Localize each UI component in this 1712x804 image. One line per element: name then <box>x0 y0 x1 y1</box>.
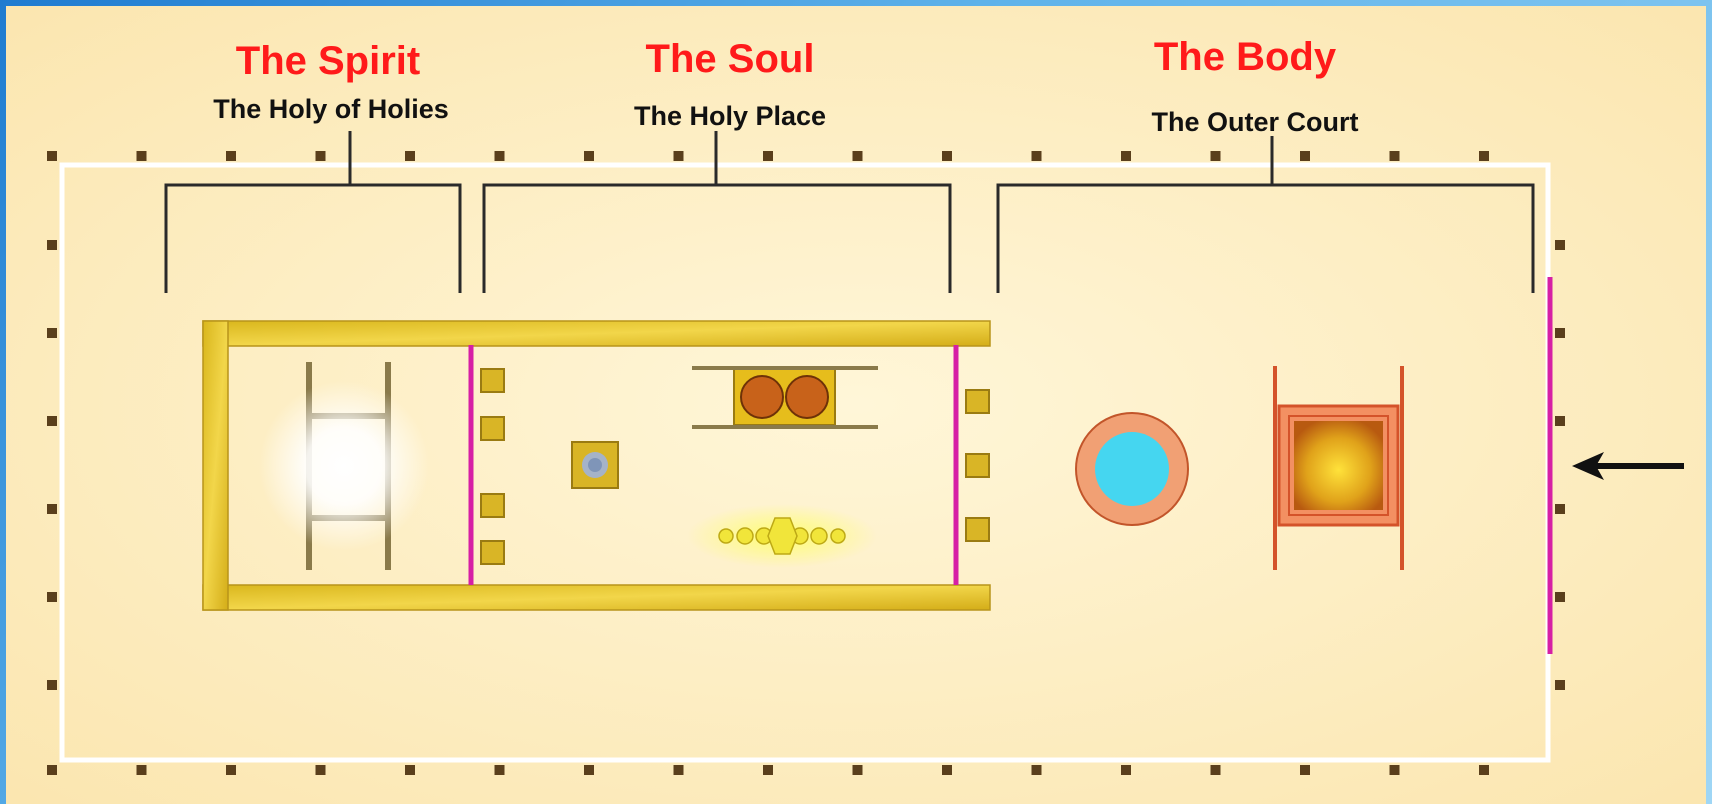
fence-post <box>47 504 57 514</box>
section-subtitle-spirit: The Holy of Holies <box>213 94 449 124</box>
fence-post <box>1210 765 1221 775</box>
fence-post <box>673 765 684 775</box>
fence-post <box>47 680 57 690</box>
fence-post <box>226 151 236 161</box>
fence-post <box>47 765 57 775</box>
fence-post <box>226 765 236 775</box>
section-title-soul: The Soul <box>646 37 815 81</box>
fence-post <box>136 765 147 775</box>
bracket-body <box>996 136 1535 293</box>
ark-of-covenant-icon <box>259 362 429 570</box>
fence-post <box>584 151 594 161</box>
fence-post <box>47 240 57 250</box>
fence-post <box>673 151 684 161</box>
fence-post <box>47 151 57 161</box>
section-title-spirit: The Spirit <box>236 39 420 83</box>
bracket-spirit <box>164 131 462 293</box>
fence-post <box>1555 328 1565 338</box>
fence-post <box>1555 504 1565 514</box>
fence-post <box>47 328 57 338</box>
showbread-table-icon <box>692 366 878 429</box>
fence-post <box>47 416 57 426</box>
fence-post <box>763 765 773 775</box>
section-subtitle-soul: The Holy Place <box>634 101 826 131</box>
lampstand-icon <box>687 504 877 568</box>
fence-post <box>1479 765 1489 775</box>
fence-post <box>1031 765 1042 775</box>
fence-post <box>852 765 863 775</box>
fence-post <box>942 765 952 775</box>
fence-post <box>1389 765 1400 775</box>
brazen-altar-icon <box>1273 366 1404 570</box>
section-subtitle-body: The Outer Court <box>1152 107 1359 137</box>
fence-post <box>1300 765 1310 775</box>
bracket-soul <box>482 131 952 293</box>
fence-post <box>763 151 773 161</box>
fence-post <box>1555 416 1565 426</box>
section-title-body: The Body <box>1154 35 1337 79</box>
fence-post <box>1479 151 1489 161</box>
fence-post <box>1121 765 1131 775</box>
fence-post <box>1555 680 1565 690</box>
fence-post <box>1555 240 1565 250</box>
entrance-arrow-icon <box>1572 452 1684 480</box>
inner-veil-pillars <box>480 368 505 565</box>
fence-post <box>1210 151 1221 161</box>
fence-post <box>315 151 326 161</box>
fence-posts <box>47 151 1565 775</box>
fence-post <box>942 151 952 161</box>
fence-post <box>136 151 147 161</box>
incense-altar-icon <box>571 441 619 489</box>
fence-post <box>494 151 505 161</box>
fence-post <box>47 592 57 602</box>
fence-post <box>315 765 326 775</box>
fence-post <box>1555 592 1565 602</box>
fence-post <box>584 765 594 775</box>
fence-post <box>852 151 863 161</box>
fence-post <box>1389 151 1400 161</box>
fence-post <box>405 765 415 775</box>
fence-post <box>405 151 415 161</box>
fence-post <box>1031 151 1042 161</box>
tabernacle-walls <box>202 320 991 611</box>
fence-post <box>494 765 505 775</box>
fence-post <box>1121 151 1131 161</box>
entrance-pillars <box>965 389 990 542</box>
fence-post <box>1300 151 1310 161</box>
diagram-panel <box>6 6 1706 804</box>
laver-icon <box>1075 412 1189 526</box>
